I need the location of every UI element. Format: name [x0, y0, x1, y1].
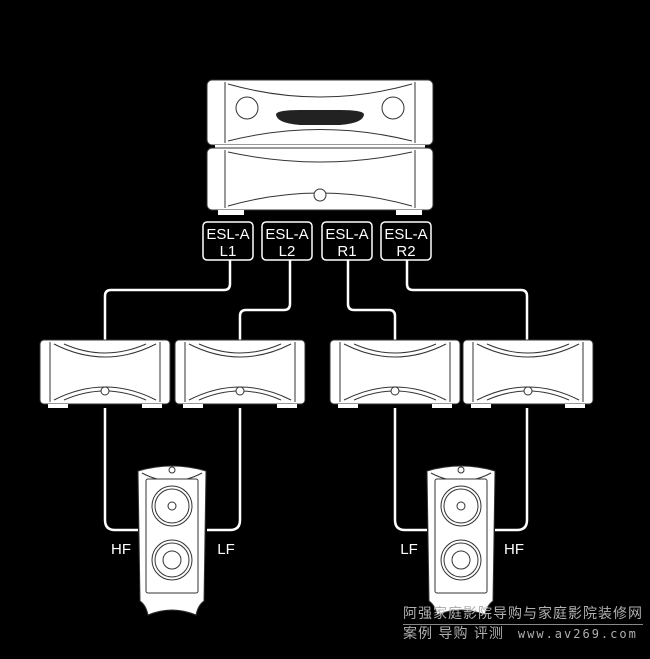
output-channel: L2	[279, 243, 296, 260]
cable-l1	[103, 260, 232, 340]
output-channel: R2	[396, 243, 415, 260]
cable-hf-right	[495, 408, 529, 532]
output-l2: ESL-A L2	[261, 221, 313, 261]
output-label: ESL-A	[384, 226, 427, 243]
output-r2: ESL-A R2	[380, 221, 432, 261]
output-label: ESL-A	[206, 226, 249, 243]
cable-lf-right	[393, 408, 427, 532]
speaker-right	[426, 465, 496, 616]
hf-label-left: HF	[111, 541, 131, 558]
output-label: ESL-A	[265, 226, 308, 243]
right-knob-icon	[381, 96, 405, 120]
cable-lf-left	[207, 408, 242, 532]
lf-label-right: LF	[400, 541, 418, 558]
preamplifier	[206, 79, 434, 149]
display-slot	[276, 110, 364, 125]
output-channel: L1	[220, 243, 237, 260]
power-amp-3	[329, 339, 461, 409]
power-amp-1	[39, 339, 171, 409]
watermark-line1: 阿强家庭影院导购与家庭影院装修网	[403, 603, 643, 625]
watermark-tags: 案例 导购 评测	[403, 626, 504, 642]
hf-label-right: HF	[504, 541, 524, 558]
power-amp-4	[462, 339, 594, 409]
output-channel: R1	[337, 243, 356, 260]
output-l1: ESL-A L1	[202, 221, 254, 261]
lf-label-left: LF	[217, 541, 235, 558]
left-knob-icon	[235, 96, 259, 120]
output-r1: ESL-A R1	[321, 221, 373, 261]
cable-r1	[346, 260, 397, 340]
cables	[103, 260, 529, 532]
output-label: ESL-A	[325, 226, 368, 243]
cable-hf-left	[103, 408, 138, 532]
speaker-left	[137, 465, 207, 616]
cable-r2	[405, 260, 529, 340]
watermark-url: www.av269.com	[517, 627, 638, 641]
power-amp-2	[174, 339, 306, 409]
cable-l2	[238, 260, 292, 340]
power-supply	[206, 147, 434, 215]
watermark-line2: 案例 导购 评测 www.av269.com	[403, 623, 638, 643]
